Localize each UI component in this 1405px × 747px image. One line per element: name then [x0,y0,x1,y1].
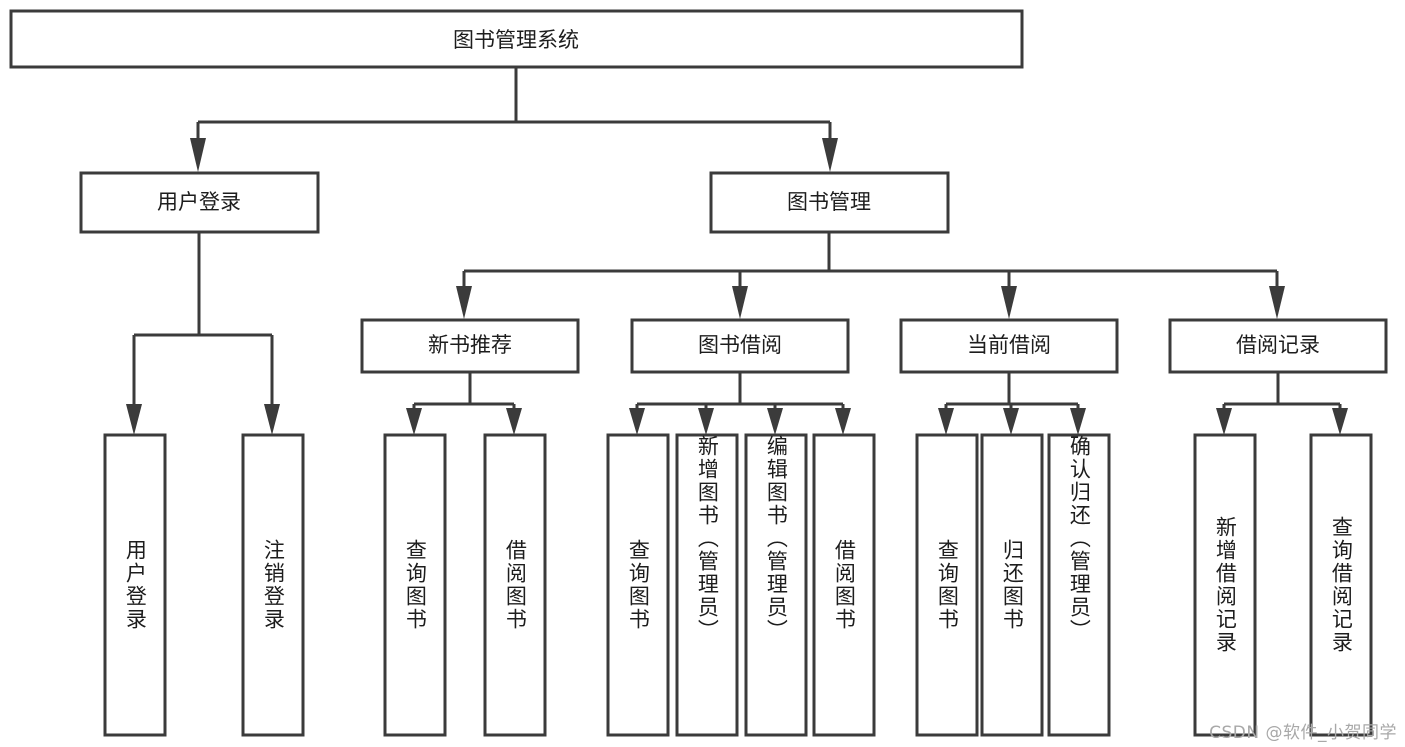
node-new-book-recommend[interactable]: 新书推荐 [360,318,580,374]
arrowhead-book-borrow-leaf-2 [698,408,714,435]
current-borrow-box [899,318,1119,374]
arrowhead-to-book-mgmt [822,138,838,172]
arrowhead-new-book-leaf-2 [506,408,522,435]
leaf-box-current-borrow-1[interactable] [915,433,979,737]
arrowhead-user-login-leaf-2 [264,404,280,435]
leaf-box-user-login-1[interactable] [103,433,167,737]
book-borrow-box [630,318,850,374]
book-management-label: 图书管理 [787,190,871,214]
connector-borrow-record-to-leaves [1216,372,1348,435]
current-borrow-label: 当前借阅 [967,333,1051,357]
connector-user-login-to-leaves [126,232,280,435]
arrowhead-current-borrow-leaf-2 [1003,408,1019,435]
leaf-box-book-borrow-1[interactable] [606,433,670,737]
leaf-boxes-new-book [383,433,547,737]
arrowhead-to-borrow [732,286,748,319]
root-box [9,9,1024,69]
node-root[interactable]: 图书管理系统 [9,9,1024,69]
connector-book-mgmt-to-level2 [456,232,1285,319]
arrowhead-user-login-leaf-1 [126,404,142,435]
user-login-label: 用户登录 [157,190,241,214]
leaf-boxes-borrow-record [1193,433,1373,737]
leaf-boxes-current-borrow [915,433,1111,737]
node-current-borrow[interactable]: 当前借阅 [899,318,1119,374]
leaf-box-current-borrow-3[interactable] [1047,433,1111,737]
leaf-boxes-book-borrow [606,433,876,737]
new-book-recommend-box [360,318,580,374]
book-borrow-label: 图书借阅 [698,333,782,357]
arrowhead-book-borrow-leaf-1 [629,408,645,435]
leaf-boxes-user-login [103,433,305,737]
leaf-box-book-borrow-4[interactable] [812,433,876,737]
arrowhead-book-borrow-leaf-4 [835,408,851,435]
arrowhead-current-borrow-leaf-1 [938,408,954,435]
borrow-record-box [1168,318,1388,374]
leaf-box-new-book-1[interactable] [383,433,447,737]
new-book-recommend-label: 新书推荐 [428,333,512,357]
arrowhead-to-new-book [456,286,472,319]
leaf-box-borrow-record-2[interactable] [1309,433,1373,737]
book-management-box [709,171,950,234]
arrowhead-to-user-login [190,138,206,172]
leaf-box-borrow-record-1[interactable] [1193,433,1257,737]
arrowhead-current-borrow-leaf-3 [1070,408,1086,435]
leaf-box-current-borrow-2[interactable] [980,433,1044,737]
arrowhead-book-borrow-leaf-3 [767,408,783,435]
arrowhead-to-current-borrow [1001,286,1017,319]
connector-current-borrow-to-leaves [938,372,1086,435]
node-book-borrow[interactable]: 图书借阅 [630,318,850,374]
watermark-text: CSDN @软件_小贺同学 [1209,723,1397,743]
arrowhead-borrow-record-leaf-1 [1216,408,1232,435]
node-book-management[interactable]: 图书管理 [709,171,950,234]
arrowhead-borrow-record-leaf-2 [1332,408,1348,435]
connector-new-book-to-leaves [406,372,522,435]
arrowhead-new-book-leaf-1 [406,408,422,435]
leaf-box-book-borrow-2[interactable] [675,433,739,737]
node-borrow-record[interactable]: 借阅记录 [1168,318,1388,374]
borrow-record-label: 借阅记录 [1236,333,1320,357]
connector-root-to-level1 [190,67,838,172]
leaf-box-new-book-2[interactable] [483,433,547,737]
arrowhead-to-borrow-record [1269,286,1285,319]
connector-book-borrow-to-leaves [629,372,851,435]
leaf-box-user-login-2[interactable] [241,433,305,737]
root-label: 图书管理系统 [453,28,579,52]
node-user-login[interactable]: 用户登录 [79,171,320,234]
leaf-box-book-borrow-3[interactable] [744,433,808,737]
